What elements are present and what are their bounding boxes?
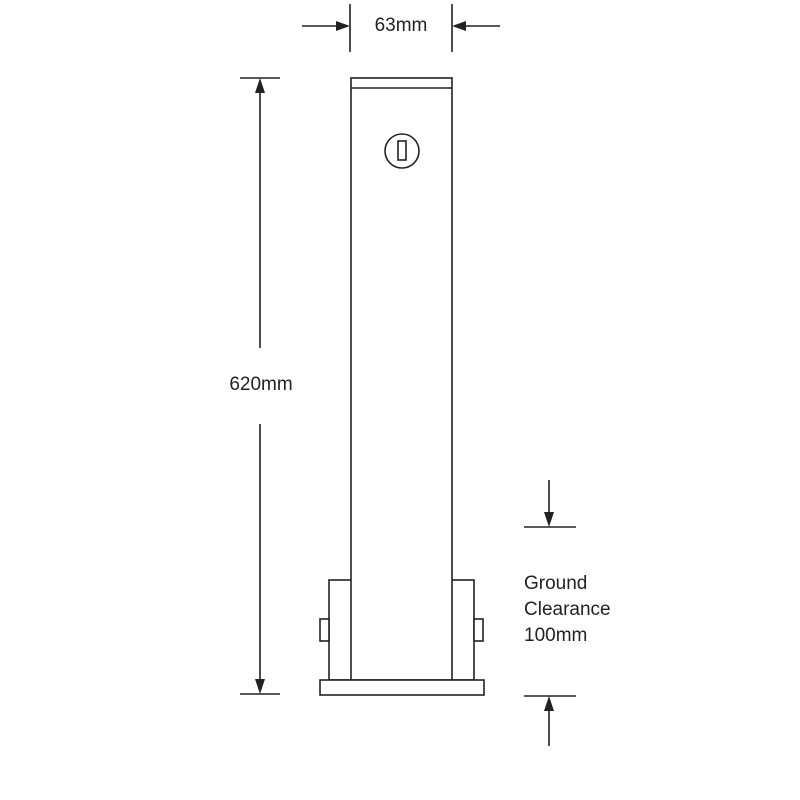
- left-bracket-tab: [319, 618, 330, 642]
- right-bracket: [450, 579, 475, 681]
- clearance-label-line-1: Ground: [524, 573, 587, 594]
- clearance-arrow-bottom-head: [544, 696, 554, 711]
- width-label: 63mm: [375, 15, 428, 36]
- post-body: [350, 77, 453, 681]
- height-label: 620mm: [229, 374, 292, 395]
- width-arrow-right-head: [452, 21, 466, 31]
- height-arrow-top-head: [255, 78, 265, 93]
- width-arrow-left-head: [336, 21, 350, 31]
- clearance-label-line-3: 100mm: [524, 625, 587, 646]
- height-arrow-bottom-head: [255, 679, 265, 694]
- right-bracket-tab: [473, 618, 484, 642]
- keyhole-lock-icon: [384, 133, 420, 169]
- clearance-label-line-2: Clearance: [524, 599, 611, 620]
- bollard: [319, 77, 485, 696]
- base-plate: [319, 679, 485, 696]
- height-dimension: 620mm: [229, 77, 293, 695]
- width-dimension: 63mm: [302, 4, 500, 52]
- clearance-arrow-top-head: [544, 512, 554, 527]
- left-bracket: [328, 579, 353, 681]
- clearance-dimension: Ground Clearance 100mm: [524, 480, 611, 746]
